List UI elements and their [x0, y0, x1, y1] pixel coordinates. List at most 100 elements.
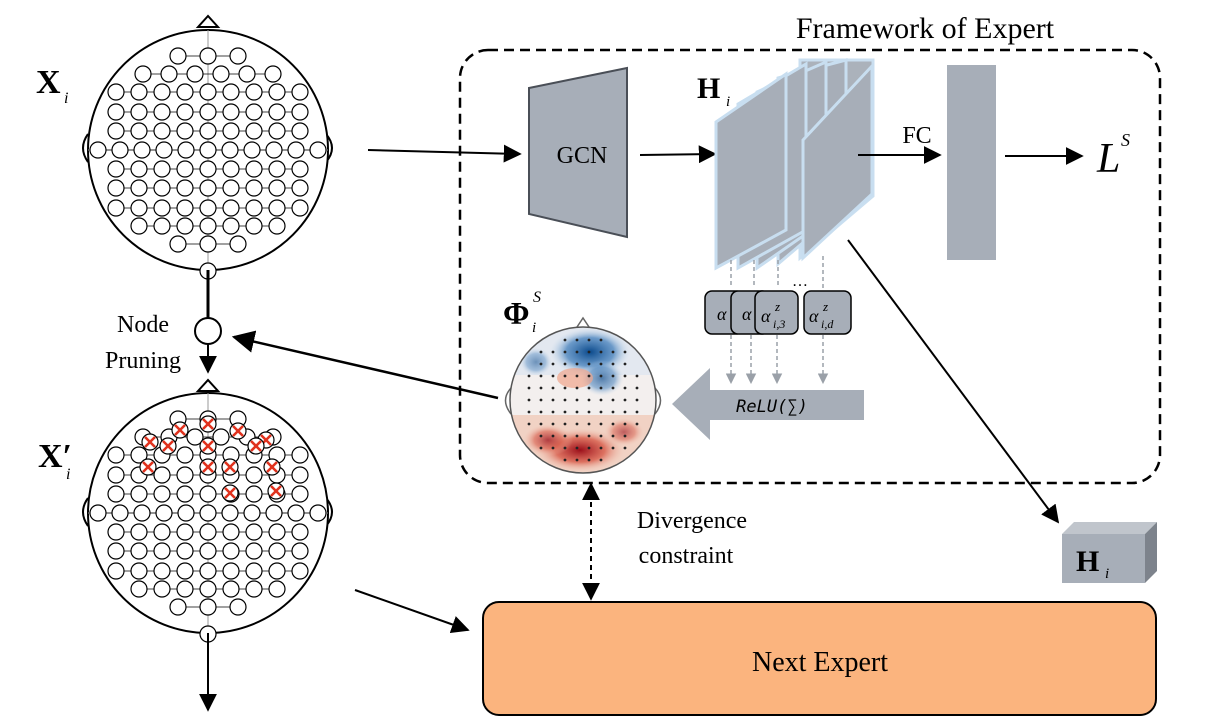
phi-topomap: [504, 316, 662, 474]
electrode-node: [199, 47, 217, 65]
electrode-node: [176, 446, 194, 464]
electrode-node: [130, 542, 148, 560]
topomap-electrode-dot: [575, 350, 579, 354]
electrode-node: [177, 141, 195, 159]
svg-text:Φ: Φ: [503, 295, 530, 331]
electrode-node: [243, 504, 261, 522]
electrode-node: [176, 83, 194, 101]
electrode-node: [222, 179, 240, 197]
electrode-node: [199, 83, 217, 101]
electrode-node: [199, 562, 217, 580]
electrode-node: [245, 103, 263, 121]
topomap-electrode-dot: [527, 398, 531, 402]
electrode-node: [268, 542, 286, 560]
topomap-electrode-dot: [623, 410, 627, 414]
alpha-3-sub: i,3: [773, 317, 785, 331]
electrode-node: [291, 523, 309, 541]
topomap-electrode-dot: [587, 446, 591, 450]
electrode-node: [309, 504, 327, 522]
electrode-node: [245, 199, 263, 217]
electrode-node: [153, 523, 171, 541]
topomap-electrode-dot: [599, 350, 603, 354]
h-i-cube: H i: [1062, 522, 1157, 583]
electrode-node: [199, 504, 217, 522]
topomap-electrode-dot: [551, 398, 555, 402]
electrode-node: [199, 160, 217, 178]
electrode-node: [199, 179, 217, 197]
electrode-node: [176, 523, 194, 541]
electrode-node: [169, 47, 187, 65]
electrode-node: [111, 141, 129, 159]
electrode-node: [309, 141, 327, 159]
topomap-electrode-dot: [599, 374, 603, 378]
svg-text:i: i: [1105, 566, 1109, 582]
electrode-node: [153, 562, 171, 580]
fc-label: FC: [902, 123, 931, 149]
electrode-node: [268, 199, 286, 217]
electrode-node: [268, 217, 286, 235]
electrode-node: [199, 485, 217, 503]
electrode-node: [238, 65, 256, 83]
electrode-node: [176, 103, 194, 121]
topomap-electrode-dot: [599, 386, 603, 390]
electrode-node: [153, 160, 171, 178]
alpha-weights: α α α z i,3 α z i,d …: [704, 273, 852, 335]
pruned-node-mark: [139, 458, 157, 476]
svg-text:Next Expert: Next Expert: [752, 647, 888, 678]
electrode-node: [291, 83, 309, 101]
head-ear-left: [82, 497, 89, 527]
electrode-node: [287, 504, 305, 522]
electrode-node: [212, 65, 230, 83]
electrode-node: [221, 141, 239, 159]
label-x-i-prime: X′ i: [38, 438, 72, 483]
topomap-electrode-dot: [623, 446, 627, 450]
electrode-node: [221, 504, 239, 522]
loss-label: L S: [1096, 130, 1130, 182]
electrode-node: [245, 160, 263, 178]
arrow-input-to-gcn: [367, 144, 522, 163]
alpha-4-main: α: [809, 306, 819, 326]
topomap-electrode-dot: [527, 374, 531, 378]
pruned-node-mark: [221, 484, 239, 502]
electrode-node: [245, 542, 263, 560]
label-h-i: H i: [697, 72, 730, 110]
topomap-electrode-dot: [551, 434, 555, 438]
electrode-node: [107, 160, 125, 178]
topomap-electrode-dot: [611, 362, 615, 366]
electrode-node: [291, 485, 309, 503]
pruned-node-mark: [199, 415, 217, 433]
electrode-node: [199, 122, 217, 140]
electrode-node: [199, 103, 217, 121]
topomap-electrode-dot: [539, 434, 543, 438]
electrode-node: [107, 466, 125, 484]
arrow-phi-to-pruning: [231, 330, 499, 400]
label-phi: Φ S i: [503, 289, 541, 336]
topomap-electrode-dot: [611, 434, 615, 438]
electrode-node: [245, 562, 263, 580]
head-nose: [195, 378, 221, 392]
electrode-node: [107, 562, 125, 580]
svg-text:H: H: [697, 72, 720, 105]
topomap-electrode-dot: [527, 386, 531, 390]
electrode-node: [169, 235, 187, 253]
topomap-electrode-dot: [587, 350, 591, 354]
electrode-node: [107, 83, 125, 101]
topomap-electrode-dot: [623, 386, 627, 390]
topomap-electrode-dot: [551, 362, 555, 366]
electrode-node: [264, 65, 282, 83]
electrode-node: [176, 217, 194, 235]
electrode-node: [229, 235, 247, 253]
electrode-node: [153, 199, 171, 217]
electrode-node: [130, 103, 148, 121]
electrode-node: [291, 466, 309, 484]
electrode-node: [130, 217, 148, 235]
svg-text:Node: Node: [117, 312, 169, 338]
relu-arrow: ReLU(∑): [672, 368, 864, 440]
svg-text:L: L: [1096, 136, 1120, 182]
topomap-electrode-dot: [575, 398, 579, 402]
electrode-node: [222, 217, 240, 235]
topomap-electrode-dot: [623, 422, 627, 426]
topomap-electrode-dot: [623, 374, 627, 378]
electrode-node: [153, 179, 171, 197]
